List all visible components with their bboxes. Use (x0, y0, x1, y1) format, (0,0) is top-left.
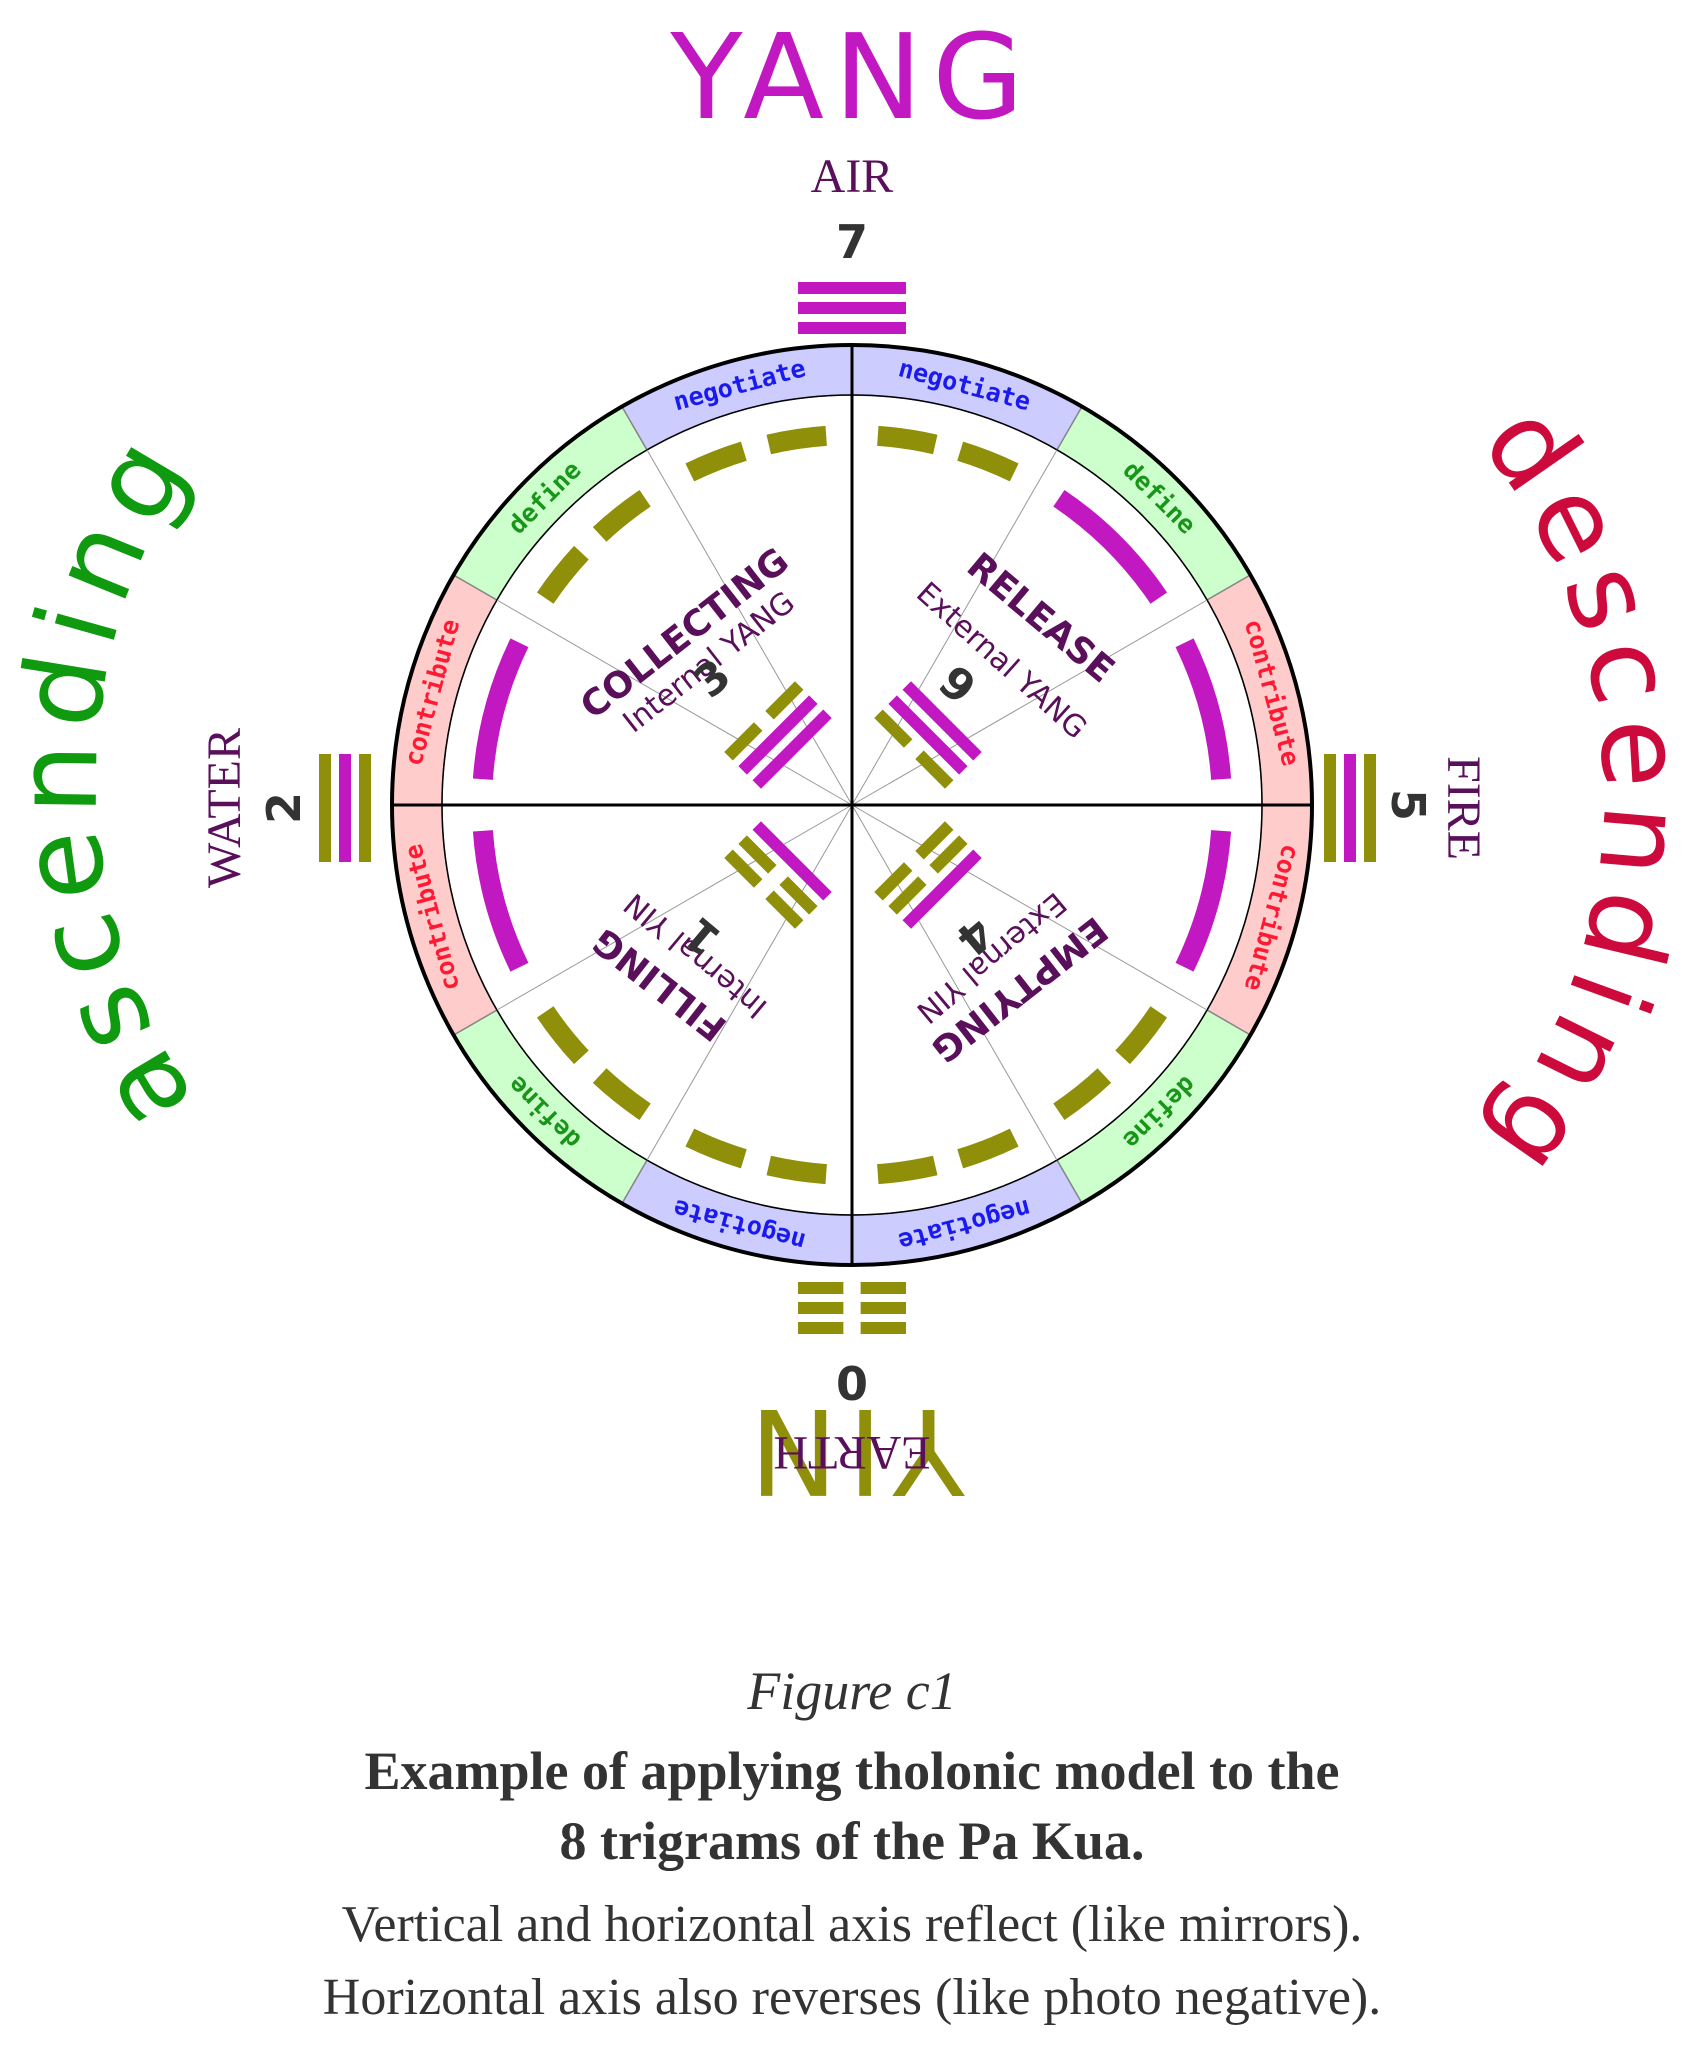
yin-line (765, 890, 804, 929)
figure-label: Figure c1 (747, 1661, 957, 1721)
yin-line (766, 425, 828, 455)
yin-line (592, 489, 651, 542)
yin-line (1053, 1068, 1112, 1121)
trigram-fire (1324, 754, 1376, 862)
yin-line (888, 876, 927, 915)
element-air-number: 7 (836, 215, 868, 269)
spoke-line (851, 599, 1208, 806)
caption-title-line-1: Example of applying tholonic model to th… (364, 1741, 1340, 1801)
trigram-filling (724, 821, 832, 929)
yin-line (798, 1322, 844, 1334)
spoke-line (851, 449, 1058, 806)
caption-title-line-2: 8 trigrams of the Pa Kua. (559, 1811, 1145, 1871)
caption-note-line-2: Horizontal axis also reverses (like phot… (322, 1969, 1382, 2026)
yang-line (339, 754, 351, 862)
element-earth-label: EARTH (773, 1426, 930, 1479)
yin-line (876, 425, 938, 455)
yang-line (752, 709, 832, 789)
yin-line (874, 709, 913, 748)
yin-label: YIN (739, 1382, 965, 1520)
yang-line (888, 695, 968, 775)
element-air-label: AIR (811, 150, 894, 203)
yin-line (724, 849, 763, 888)
yin-line (798, 1282, 844, 1294)
yin-line (957, 1128, 1019, 1169)
yin-line (915, 821, 954, 860)
yin-line (592, 1068, 651, 1121)
yang-line (738, 695, 818, 775)
yin-line (1324, 754, 1336, 862)
yin-line (319, 754, 331, 862)
yang-line (1175, 638, 1232, 780)
yin-line (860, 1302, 906, 1314)
yang-line (1175, 830, 1232, 972)
yang-line (1053, 489, 1168, 604)
element-water-number: 2 (257, 792, 311, 824)
trigram-air (798, 282, 906, 334)
ascending-label: ascending (0, 407, 218, 1153)
yang-line (902, 681, 982, 761)
yin-line (874, 862, 913, 901)
yin-line (957, 441, 1019, 482)
yin-line (798, 1302, 844, 1314)
yang-line (902, 849, 982, 929)
yin-line (860, 1282, 906, 1294)
yin-line (738, 835, 777, 874)
spoke-line (646, 804, 853, 1161)
quadrant-release-title: RELEASE (959, 545, 1122, 691)
yang-line (1344, 754, 1356, 862)
spoke-line (496, 599, 853, 806)
yin-line (685, 1128, 747, 1169)
yin-line (359, 754, 371, 862)
yang-line (798, 322, 906, 334)
yang-label: YANG (669, 8, 1033, 146)
yang-line (472, 830, 529, 972)
yin-line (685, 441, 747, 482)
yin-line (1115, 1006, 1168, 1065)
pa-kua-diagram: YANG YIN ascending descending AIR 7 FIRE… (0, 8, 1704, 1520)
spoke-line (646, 449, 853, 806)
yin-line (1364, 754, 1376, 862)
caption-note-line-1: Vertical and horizontal axis reflect (li… (341, 1896, 1363, 1953)
descending-label: descending (1458, 382, 1704, 1208)
yin-line (536, 545, 589, 604)
trigram-earth (798, 1282, 906, 1334)
element-fire-number: 5 (1381, 789, 1435, 821)
yin-line (915, 750, 954, 789)
yin-line (876, 1155, 938, 1185)
spoke-line (851, 804, 1058, 1161)
trigram-water (319, 754, 371, 862)
spoke-line (496, 804, 853, 1011)
element-water-label: WATER (198, 728, 251, 888)
spoke-line (851, 804, 1208, 1011)
yang-line (752, 821, 832, 901)
yin-line (765, 681, 804, 720)
yin-line (779, 876, 818, 915)
yin-line (766, 1155, 828, 1185)
yang-line (798, 302, 906, 314)
yin-line (929, 835, 968, 874)
yang-line (798, 282, 906, 294)
element-fire-label: FIRE (1437, 756, 1490, 860)
trigram-release (874, 681, 982, 789)
yin-line (860, 1322, 906, 1334)
trigram-emptying (874, 821, 982, 929)
element-earth-number: 0 (836, 1355, 868, 1409)
yin-line (724, 722, 763, 761)
yin-line (536, 1006, 589, 1065)
trigram-collecting (724, 681, 832, 789)
yang-line (472, 638, 529, 780)
